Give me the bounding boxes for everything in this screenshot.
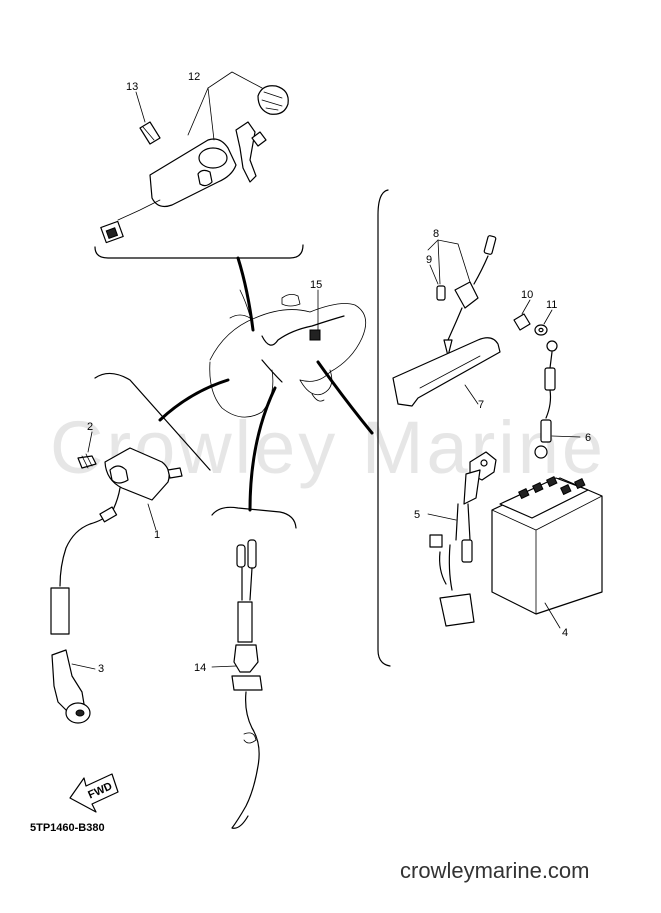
battery-band [392, 337, 501, 407]
callout-12: 12 [188, 71, 200, 83]
diagram-code: 5TP1460-B380 [30, 822, 105, 834]
sensor-lead-icon [237, 601, 253, 643]
minus-lead-icon [544, 367, 556, 391]
top-box-frame [94, 244, 304, 259]
motorcycle-outline [209, 289, 367, 418]
plug-lead-icon [50, 587, 70, 635]
right-section-bracket [377, 189, 391, 667]
fwd-arrow-icon [69, 773, 119, 813]
forward-direction-arrow: FWD [69, 773, 119, 813]
callout-5: 5 [414, 509, 420, 521]
callout-10: 10 [521, 289, 533, 301]
starter-relay-assembly [427, 451, 497, 627]
callout-11: 11 [546, 299, 557, 311]
battery-band-icon [392, 337, 501, 407]
minus-lead [534, 340, 581, 459]
sensor-switch-assembly [211, 539, 263, 829]
rectifier-icon [454, 281, 479, 309]
callout-4: 4 [562, 627, 568, 639]
ignition-coil-icon [104, 447, 170, 501]
leader-right [316, 360, 374, 435]
callout-8: 8 [433, 228, 439, 240]
callout-15: 15 [310, 279, 322, 291]
callout-9: 9 [426, 254, 432, 266]
callout-6: 6 [585, 432, 591, 444]
ignition-coil-assembly [50, 431, 183, 724]
sensor-section-frame [211, 506, 297, 529]
battery-terminals-icon [518, 476, 586, 500]
leader-top [236, 256, 255, 332]
callout-13: 13 [126, 81, 138, 93]
leader-coil [158, 378, 230, 422]
leader-sensor [248, 386, 277, 512]
footer-url: crowleymarine.com [400, 858, 590, 883]
wiring-harness-connector [309, 329, 321, 341]
callout-2: 2 [87, 421, 93, 433]
callout-7: 7 [478, 399, 484, 411]
rectifier-assembly [427, 235, 497, 357]
bolt-icon-13 [139, 121, 161, 145]
terminal-screw-assembly [513, 299, 553, 336]
callout-3: 3 [98, 663, 104, 675]
coil-section-frame [94, 372, 211, 471]
main-switch-assembly [100, 71, 289, 244]
screw-icon-10 [513, 313, 531, 331]
callout-1: 1 [154, 529, 160, 541]
relay-icon [439, 593, 475, 627]
callout-14: 14 [194, 662, 206, 674]
key-icon [235, 121, 257, 183]
resistor-icon [436, 285, 446, 301]
battery [491, 476, 603, 629]
